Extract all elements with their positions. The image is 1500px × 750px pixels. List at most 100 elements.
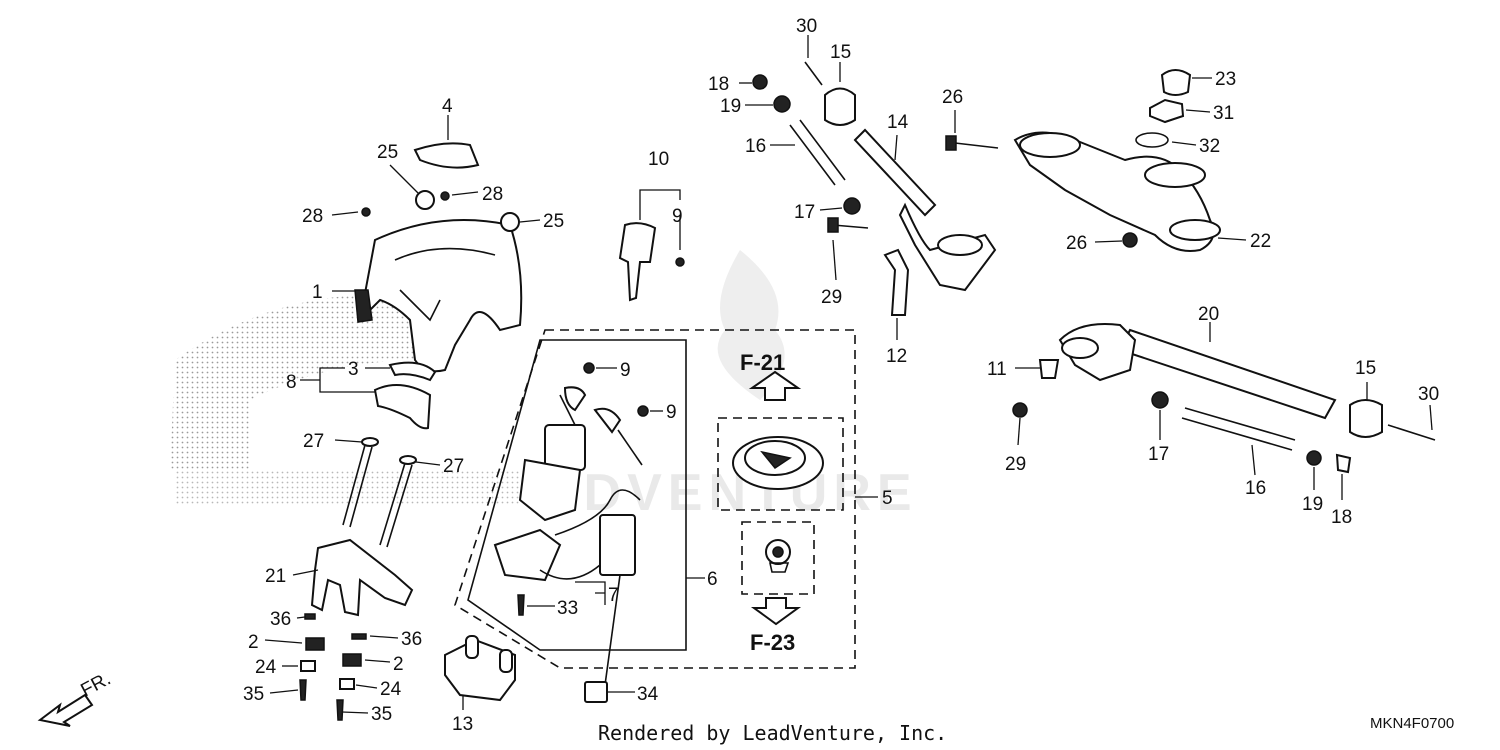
callout-2: 2	[393, 654, 404, 675]
spring-set	[299, 613, 367, 721]
ref-upper: F-21	[740, 350, 785, 375]
front-direction-indicator: FR.	[37, 669, 114, 727]
part-18-clip	[1335, 453, 1352, 474]
arrow-down-icon	[750, 597, 802, 626]
callout-32: 32	[1199, 136, 1220, 157]
callout-2: 2	[248, 632, 259, 653]
callout-27: 27	[443, 456, 464, 477]
callout-28: 28	[482, 184, 503, 205]
part-19-nut	[773, 95, 791, 113]
part-23-plug	[1160, 69, 1192, 96]
part-16-pin-2	[1181, 407, 1296, 451]
callout-6: 6	[707, 569, 718, 590]
callout-15: 15	[1355, 358, 1376, 379]
part-14-handlebar	[853, 128, 997, 316]
part-4-cap	[413, 142, 480, 169]
callout-12: 12	[886, 346, 907, 367]
callout-36: 36	[270, 609, 291, 630]
part-15-bushing	[824, 87, 856, 126]
callout-33: 33	[557, 598, 578, 619]
part-1-top-cover	[354, 219, 523, 373]
callout-15: 15	[830, 42, 851, 63]
callout-22: 22	[1250, 231, 1271, 252]
cap-lock	[765, 539, 791, 573]
lock-box	[741, 521, 815, 595]
callout-24: 24	[380, 679, 402, 700]
part-13-bracket	[444, 638, 516, 702]
callout-10: 10	[648, 149, 669, 170]
part-16-pin	[789, 119, 846, 186]
callout-35: 35	[243, 684, 264, 705]
callout-18: 18	[708, 74, 729, 95]
callout-9: 9	[666, 402, 677, 423]
leader-lines	[264, 35, 1433, 714]
ref-lower: F-23	[750, 630, 795, 655]
part-15-bushing-2	[1349, 399, 1383, 438]
part-19-nut-2	[1306, 450, 1322, 466]
part-25-grommet-2	[500, 212, 520, 232]
callout-28: 28	[302, 206, 323, 227]
part-28-screw	[440, 191, 450, 201]
part-32-washer	[1135, 132, 1169, 148]
part-3-band	[388, 361, 437, 382]
callout-36: 36	[401, 629, 422, 650]
callout-1: 1	[312, 282, 323, 303]
callout-25: 25	[377, 142, 398, 163]
part-30-bolt-2	[1387, 424, 1436, 441]
callout-23: 23	[1215, 69, 1236, 90]
ignition-switch	[518, 362, 649, 522]
callout-26: 26	[942, 87, 963, 108]
part-8-holder	[373, 384, 432, 430]
part-21-bracket	[310, 538, 414, 617]
callout-19: 19	[720, 96, 741, 117]
arrow-up-icon	[748, 370, 802, 401]
callout-19: 19	[1302, 494, 1323, 515]
part-27-bolt-2	[379, 462, 413, 548]
assembly-outline-5	[454, 329, 856, 669]
callout-labels: 1 2 2 3 4 5 6 7 8 9 9 9 10 11 12 13 14 1…	[243, 16, 1439, 735]
callout-3: 3	[348, 359, 359, 380]
callout-9: 9	[672, 206, 683, 227]
callout-29: 29	[821, 287, 842, 308]
part-29-bolt-2	[1012, 402, 1028, 418]
callout-11: 11	[987, 359, 1007, 380]
callout-24: 24	[255, 657, 277, 678]
part-29-head	[827, 217, 839, 233]
callout-31: 31	[1213, 103, 1234, 124]
callout-29: 29	[1005, 454, 1026, 475]
callout-17: 17	[1148, 444, 1169, 465]
callout-16: 16	[1245, 478, 1266, 499]
assembly-outline-6	[467, 339, 687, 651]
credit-text: Rendered by LeadVenture, Inc.	[598, 721, 947, 745]
part-28-screw-2	[361, 207, 371, 217]
part-31-nut	[1149, 98, 1185, 124]
part-17-nut	[843, 197, 861, 215]
callout-7: 7	[608, 585, 619, 606]
part-30-bolt	[804, 61, 823, 86]
callout-17: 17	[794, 202, 815, 223]
part-25-grommet	[415, 190, 435, 210]
callout-13: 13	[452, 714, 473, 735]
watermark-text: ADVENTURE	[540, 464, 918, 522]
callout-18: 18	[1331, 507, 1352, 528]
callout-5: 5	[882, 488, 893, 509]
part-27-bolt	[342, 444, 373, 528]
callout-21: 21	[265, 566, 286, 587]
callout-35: 35	[371, 704, 392, 725]
diagram-code: MKN4F0700	[1370, 715, 1454, 732]
callout-26: 26	[1066, 233, 1087, 254]
callout-8: 8	[286, 372, 297, 393]
fuel-cap-box	[717, 417, 844, 511]
brand-watermark: ADVENTURE	[170, 250, 918, 522]
part-11-clip	[1038, 359, 1060, 379]
callout-30: 30	[796, 16, 817, 37]
callout-20: 20	[1198, 304, 1219, 325]
callout-25: 25	[543, 211, 564, 232]
part-17-nut-2	[1151, 391, 1169, 409]
part-29-bolt	[832, 224, 869, 229]
part-22-top-bridge	[1013, 131, 1221, 252]
callout-27: 27	[303, 431, 324, 452]
part-20-handlebar	[1058, 323, 1337, 420]
